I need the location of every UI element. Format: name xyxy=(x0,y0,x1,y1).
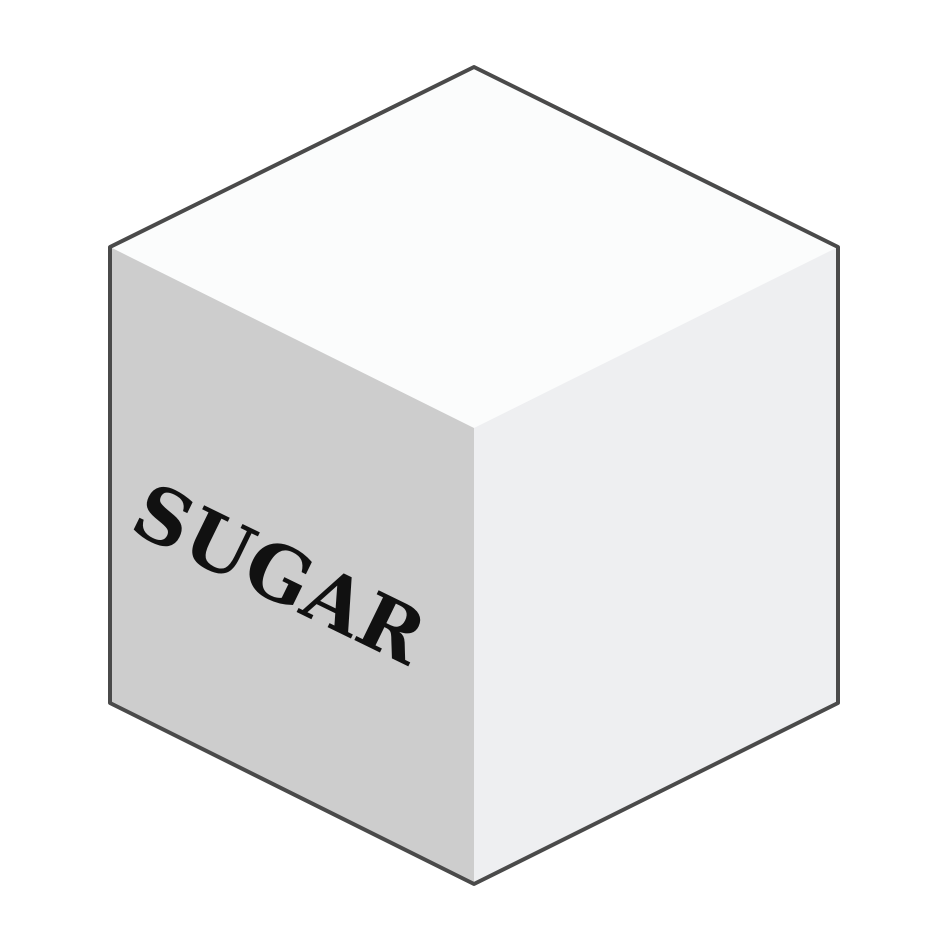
cube-outline xyxy=(108,65,840,886)
cube-left-face xyxy=(110,247,474,884)
cube-right-face xyxy=(474,247,838,884)
